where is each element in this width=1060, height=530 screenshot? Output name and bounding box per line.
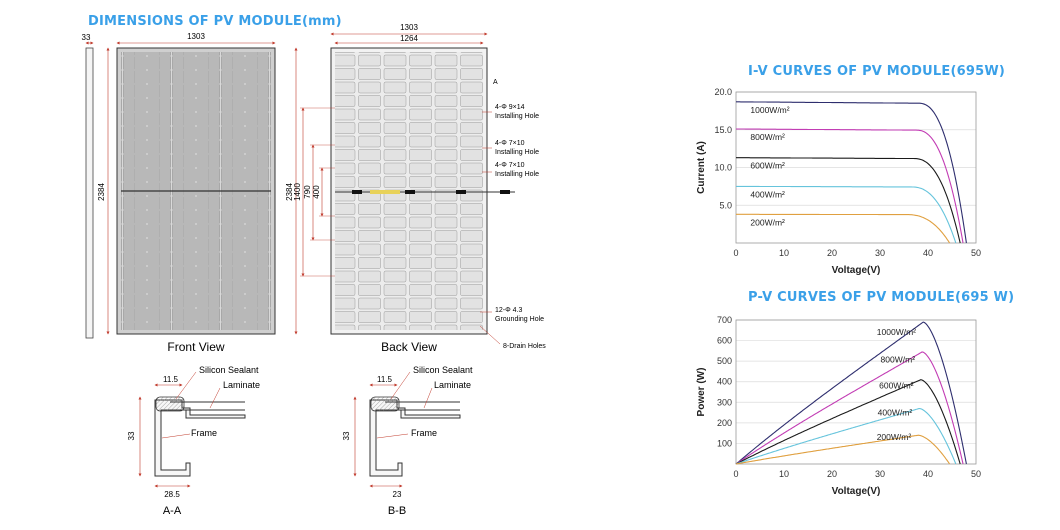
iv-chart-title: I-V CURVES OF PV MODULE(695W) xyxy=(748,64,1006,79)
aa-frame-label: Frame xyxy=(191,428,217,438)
module-drawing: 33 1303 2384 Front View 1303 1264 2384 1… xyxy=(82,23,547,517)
pv-chart: 100 200 300 400 500 600 700 0 10 20 30 40 50Voltage(… xyxy=(696,315,981,497)
x-tick-label: 30 xyxy=(875,248,885,258)
series-line xyxy=(735,379,961,465)
bb-sealant-label: Silicon Sealant xyxy=(413,365,473,375)
pv-chart-title: P-V CURVES OF PV MODULE(695 W) xyxy=(748,290,1015,305)
series-label: 400W/m² xyxy=(878,407,913,417)
x-tick-label: 30 xyxy=(875,469,885,479)
x-tick-label: 10 xyxy=(779,469,789,479)
ground-spec: 12-Φ 4.3 xyxy=(495,307,522,314)
bb-frame-label: Frame xyxy=(411,428,437,438)
plot-frame xyxy=(735,91,977,244)
x-axis-label: Voltage(V) xyxy=(832,265,881,276)
plot-frame xyxy=(735,319,977,465)
y-tick-label: 5.0 xyxy=(719,200,732,210)
bb-height-dim: 33 xyxy=(342,431,351,440)
x-tick-label: 0 xyxy=(733,469,738,479)
series-label: 1000W/m² xyxy=(877,327,916,337)
aa-top-dim: 11.5 xyxy=(163,375,179,384)
front-view: 1303 2384 Front View xyxy=(97,32,276,354)
x-axis-label: Voltage(V) xyxy=(832,486,881,497)
back-dim-400: 400 xyxy=(312,185,321,199)
hole3-name: Installing Hole xyxy=(495,171,539,178)
series-line xyxy=(735,407,957,465)
front-height-dim: 2384 xyxy=(97,183,106,201)
bb-laminate-label: Laminate xyxy=(434,380,471,390)
section-bb: 11.5 33 23 Silicon Sealant Laminate Fram… xyxy=(342,365,473,517)
aa-sealant-label: Silicon Sealant xyxy=(199,365,259,375)
bb-top-dim: 11.5 xyxy=(377,375,393,384)
y-tick-label: 400 xyxy=(717,377,732,387)
y-tick-label: 15.0 xyxy=(714,125,732,135)
back-height-dim: 2384 xyxy=(285,183,294,201)
series-line xyxy=(736,213,951,244)
ground-name: Grounding Hole xyxy=(495,316,544,323)
y-tick-label: 100 xyxy=(717,438,732,448)
series-label: 200W/m² xyxy=(750,217,785,227)
series-label: 600W/m² xyxy=(879,381,914,391)
y-axis-label: Power (W) xyxy=(696,368,707,417)
side-profile: 33 xyxy=(82,33,94,339)
series-label: 600W/m² xyxy=(750,161,785,171)
series-line xyxy=(735,351,964,465)
series-label: 1000W/m² xyxy=(750,105,789,115)
bb-width-dim: 23 xyxy=(393,490,402,499)
aa-laminate-label: Laminate xyxy=(223,380,260,390)
y-tick-label: 600 xyxy=(717,336,732,346)
x-tick-label: 40 xyxy=(923,248,933,258)
hole2-spec: 4-Φ 7×10 xyxy=(495,140,525,147)
front-view-label: Front View xyxy=(167,340,224,354)
series-line xyxy=(736,128,964,244)
back-view-label: Back View xyxy=(381,340,437,354)
hole1-spec: 4-Φ 9×14 xyxy=(495,104,525,111)
x-tick-label: 40 xyxy=(923,469,933,479)
back-inner-width-dim: 1264 xyxy=(400,34,418,43)
series-label: 800W/m² xyxy=(881,355,916,365)
y-tick-label: 20.0 xyxy=(714,87,732,97)
back-outer-width-dim: 1303 xyxy=(400,23,418,32)
dimensions-title: DIMENSIONS OF PV MODULE(mm) xyxy=(88,14,342,29)
aa-height-dim: 33 xyxy=(127,431,136,440)
series-line xyxy=(736,101,967,244)
y-tick-label: 300 xyxy=(717,397,732,407)
x-tick-label: 20 xyxy=(827,469,837,479)
drain-holes: 8-Drain Holes xyxy=(503,343,546,350)
y-tick-label: 500 xyxy=(717,356,732,366)
series-line xyxy=(735,321,967,465)
x-tick-label: 0 xyxy=(733,248,738,258)
x-tick-label: 50 xyxy=(971,469,981,479)
y-axis-label: Current (A) xyxy=(696,141,707,194)
hole1-name: Installing Hole xyxy=(495,113,539,120)
back-view: 1303 1264 2384 1400 790 400 A 4-Φ 9×14 xyxy=(285,23,546,354)
front-width-dim: 1303 xyxy=(187,32,205,41)
aa-width-dim: 28.5 xyxy=(164,490,180,499)
y-tick-label: 10.0 xyxy=(714,163,732,173)
hole3-spec: 4-Φ 7×10 xyxy=(495,162,525,169)
x-tick-label: 20 xyxy=(827,248,837,258)
aa-label: A-A xyxy=(163,505,182,517)
bb-label: B-B xyxy=(388,505,406,517)
side-thickness-dim: 33 xyxy=(82,33,91,42)
x-tick-label: 50 xyxy=(971,248,981,258)
series-line xyxy=(736,185,957,244)
back-dim-790: 790 xyxy=(303,185,312,199)
hole2-name: Installing Hole xyxy=(495,149,539,156)
back-label-a: A xyxy=(493,79,498,86)
back-dim-1400: 1400 xyxy=(293,183,302,201)
y-tick-label: 700 xyxy=(717,315,732,325)
series-label: 200W/m² xyxy=(877,432,912,442)
x-tick-label: 10 xyxy=(779,248,789,258)
series-line xyxy=(735,434,951,465)
series-label: 400W/m² xyxy=(750,189,785,199)
section-aa: 11.5 33 28.5 Silicon Sealant Laminate Fr… xyxy=(127,365,260,517)
series-label: 800W/m² xyxy=(750,132,785,142)
series-line xyxy=(736,157,961,244)
y-tick-label: 200 xyxy=(717,418,732,428)
